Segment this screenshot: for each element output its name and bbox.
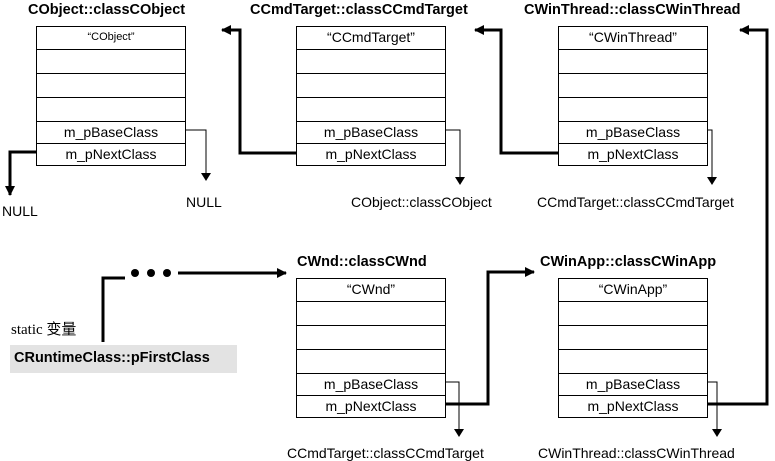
empty-cell: [37, 50, 185, 74]
ellipsis-dot: [147, 269, 155, 277]
empty-cell: [37, 74, 185, 98]
base-class-cell: m_pBaseClass: [297, 122, 445, 144]
next-class-cell: m_pNextClass: [325, 398, 417, 414]
null-label-base: NULL: [186, 194, 222, 210]
block-title-cwinapp: CWinApp::classCWinApp: [540, 254, 717, 270]
runtime-class-block-cobject: “CObject” m_pBaseClass m_pNextClass: [36, 26, 186, 166]
empty-cell: [297, 74, 445, 98]
empty-cell: [559, 74, 707, 98]
first-class-pointer-name: CRuntimeClass::pFirstClass: [14, 350, 210, 366]
next-class-cell: m_pNextClass: [587, 398, 679, 414]
static-variable-label: static 变量: [11, 322, 77, 338]
empty-cell: [297, 98, 445, 122]
base-class-cell: m_pBaseClass: [559, 374, 707, 396]
empty-cell: [297, 350, 445, 374]
base-class-cell: m_pBaseClass: [37, 122, 185, 144]
runtime-class-block-cwinapp: “CWinApp” m_pBaseClass m_pNextClass: [558, 278, 708, 418]
first-class-arrow: [101, 276, 125, 342]
class-name-cell: “CCmdTarget”: [297, 27, 445, 50]
first-class-pointer-box: CRuntimeClass::pFirstClass: [10, 345, 237, 373]
ellipsis-dot: [131, 269, 139, 277]
block-title-cwinthread: CWinThread::classCWinThread: [524, 2, 741, 18]
next-arrow-cwinapp: [691, 25, 769, 406]
block-title-cobject: CObject::classCObject: [28, 2, 186, 18]
next-arrow-cwinthread: [474, 25, 558, 155]
empty-cell: [297, 50, 445, 74]
empty-cell: [37, 98, 185, 122]
class-name-cell: “CWnd”: [297, 279, 445, 302]
next-arrow-ccmdtarget: [221, 25, 296, 155]
runtime-class-block-cwnd: “CWnd” m_pBaseClass m_pNextClass: [296, 278, 446, 418]
class-name-cell: “CWinApp”: [559, 279, 707, 302]
empty-cell: [559, 326, 707, 350]
empty-cell: [559, 50, 707, 74]
empty-cell: [559, 350, 707, 374]
null-label-next: NULL: [2, 203, 38, 219]
empty-cell: [297, 326, 445, 350]
target-label-ccmdtarget: CCmdTarget::classCCmdTarget: [537, 194, 734, 210]
target-label-cwinthread: CWinThread::classCWinThread: [538, 445, 735, 461]
base-class-cell: m_pBaseClass: [559, 122, 707, 144]
next-class-cell: m_pNextClass: [325, 146, 417, 162]
next-arrow-cwnd: [428, 267, 535, 406]
class-name-cell: “CWinThread”: [559, 27, 707, 50]
class-name-cell: “CObject”: [37, 27, 185, 50]
runtime-class-block-cwinthread: “CWinThread” m_pBaseClass m_pNextClass: [558, 26, 708, 166]
ellipsis-dot: [163, 269, 171, 277]
empty-cell: [559, 302, 707, 326]
target-label-ccmdtarget-2: CCmdTarget::classCCmdTarget: [287, 445, 484, 461]
base-class-cell: m_pBaseClass: [297, 374, 445, 396]
runtime-class-block-ccmdtarget: “CCmdTarget” m_pBaseClass m_pNextClass: [296, 26, 446, 166]
block-title-cwnd: CWnd::classCWnd: [297, 254, 427, 270]
empty-cell: [297, 302, 445, 326]
next-class-cell: m_pNextClass: [587, 146, 679, 162]
next-class-cell: m_pNextClass: [65, 146, 157, 162]
block-title-ccmdtarget: CCmdTarget::classCCmdTarget: [250, 2, 468, 18]
target-label-cobject: CObject::classCObject: [351, 194, 492, 210]
empty-cell: [559, 98, 707, 122]
next-arrow-cobject: [5, 150, 36, 196]
